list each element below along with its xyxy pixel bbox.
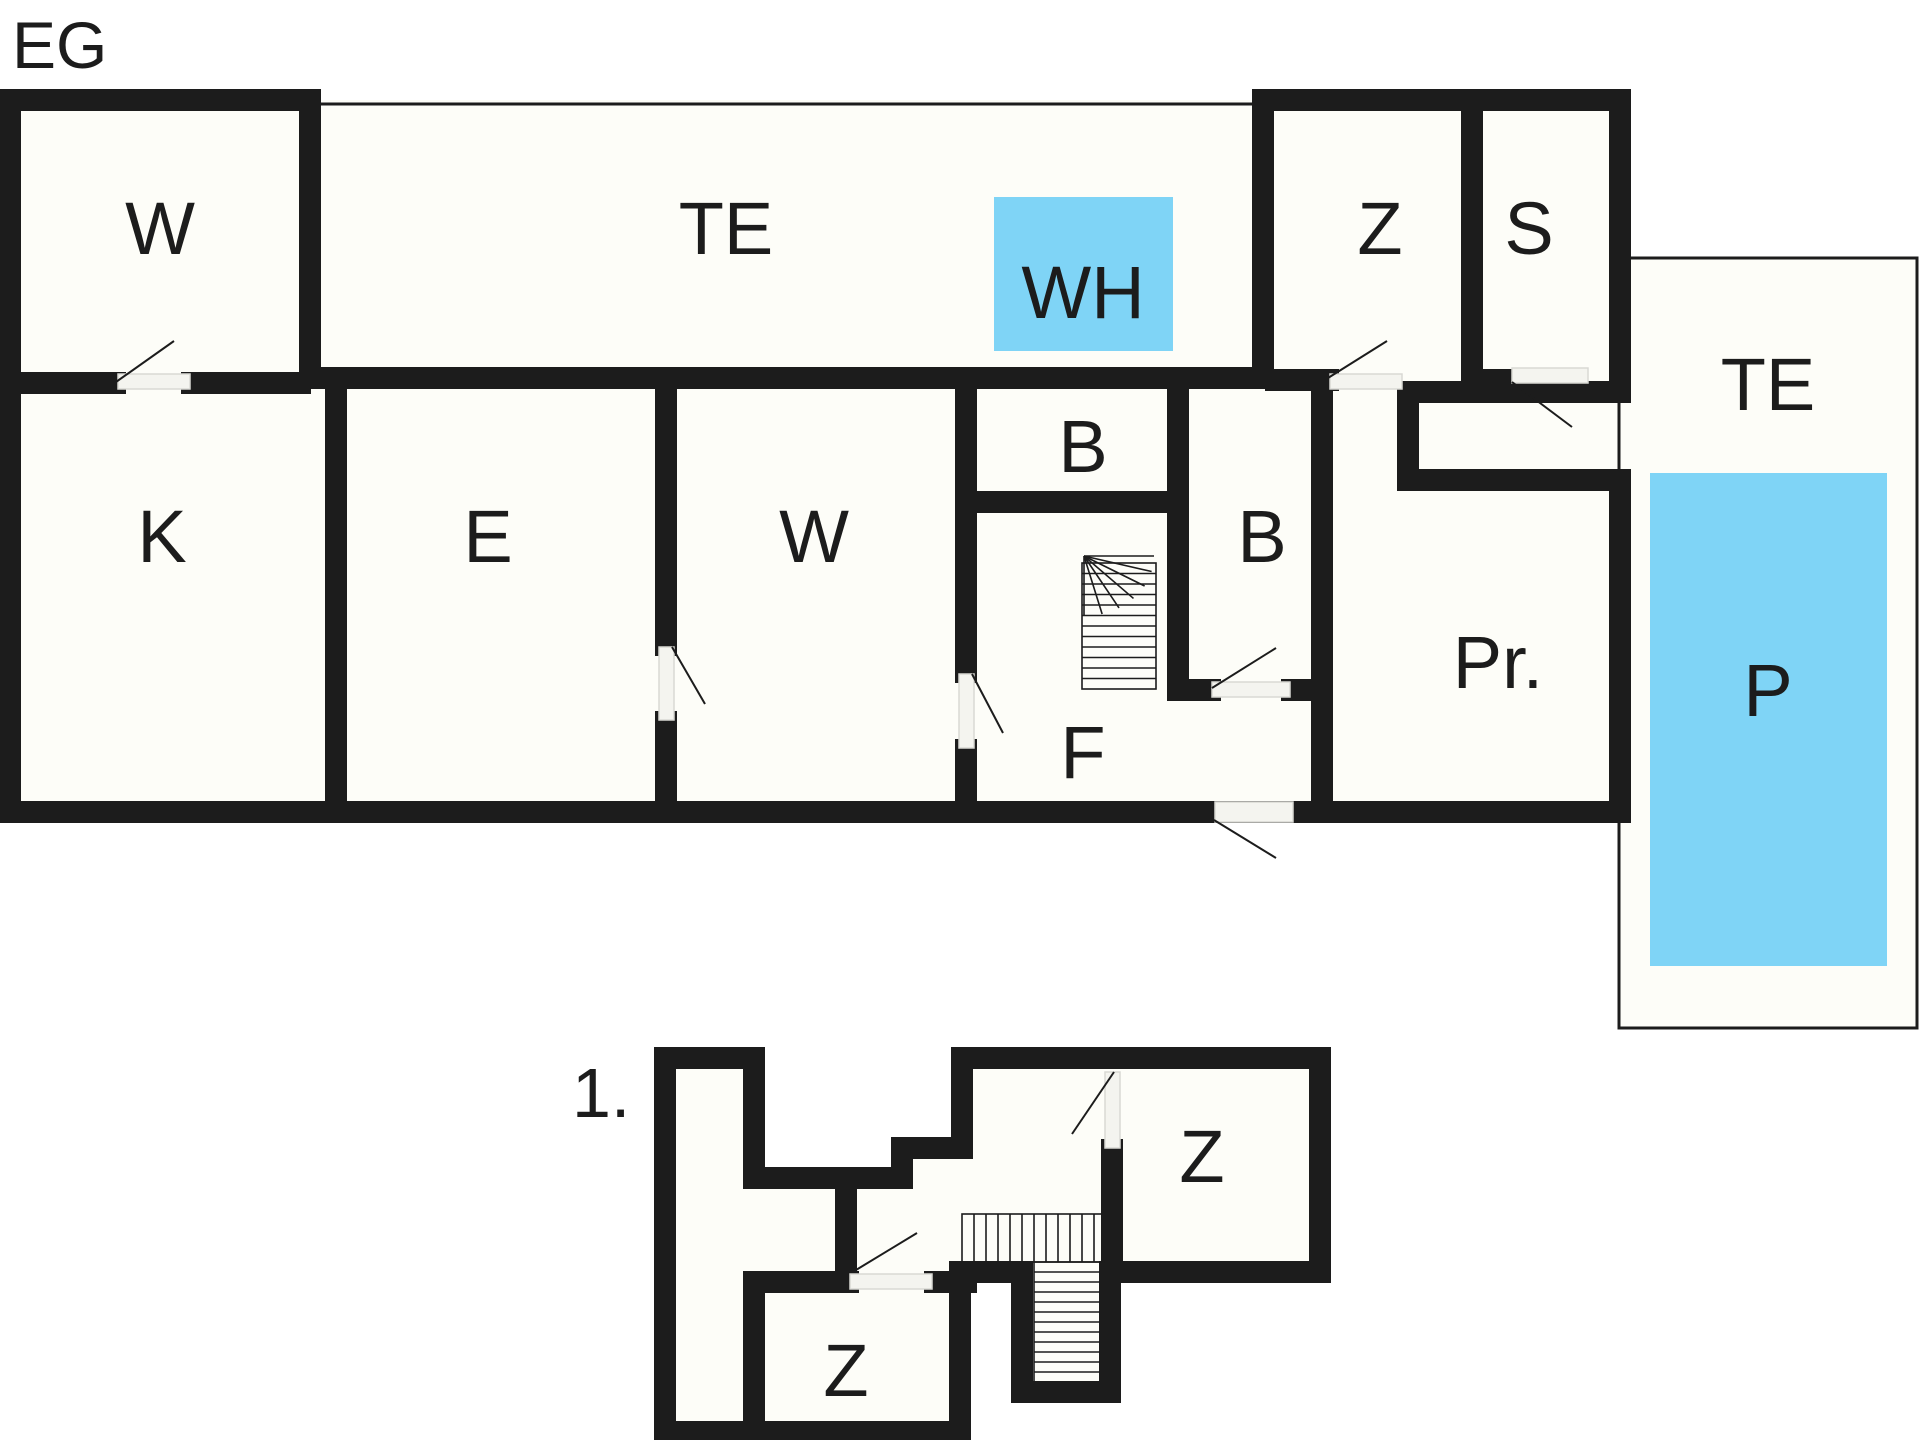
room-label: S [1504, 187, 1553, 270]
door-swing [971, 673, 1004, 734]
door-entrance [1214, 801, 1294, 823]
door-e-w [658, 646, 675, 721]
door-z [1329, 373, 1403, 390]
outer-wall-top-right [1252, 89, 1631, 397]
stair-tread [1083, 555, 1103, 615]
room-label: TE [1721, 343, 1816, 426]
room-label: B [1058, 405, 1107, 488]
door-upper-z-lower [849, 1273, 933, 1290]
door-w1-k [117, 373, 191, 390]
door-swing [855, 1232, 918, 1271]
stair-tread [1083, 555, 1152, 573]
room-label: TE [679, 187, 774, 270]
room-label: WH [1021, 251, 1144, 334]
whirlpool [994, 197, 1173, 351]
room-label: E [463, 495, 512, 578]
room-label: P [1743, 649, 1792, 732]
door-swing [115, 340, 175, 383]
staircase-upper [961, 1213, 1105, 1385]
door-swing [1213, 819, 1277, 859]
door-swing [1327, 340, 1388, 379]
door-w-f [958, 673, 975, 749]
door-swing [1211, 647, 1277, 689]
wall-terrace-bottom [299, 89, 1274, 389]
room-label: F [1060, 711, 1105, 794]
room-fill [10, 100, 1630, 815]
door-upper-z-upper [1104, 1071, 1121, 1149]
room-label: Z [1179, 1115, 1224, 1198]
ground-floor: EG [0, 8, 1919, 1030]
upper-floor-fill [665, 1058, 1320, 1432]
room-label: B [1237, 495, 1286, 578]
room-label: Z [823, 1329, 868, 1412]
stair-tread [1083, 555, 1145, 587]
room-label: Pr. [1453, 621, 1543, 704]
staircase-eg [1081, 555, 1157, 690]
wall-z-lower [743, 1271, 977, 1435]
room-label: W [125, 187, 195, 270]
door-swing [671, 646, 706, 705]
pool [1650, 473, 1887, 966]
outer-wall-upper [654, 1047, 1331, 1440]
stair-tread [1083, 555, 1120, 609]
door-b2 [1211, 681, 1291, 698]
room-label: W [779, 495, 849, 578]
door-swing [1071, 1071, 1115, 1135]
door-swing [1511, 381, 1573, 428]
floor-title-1: 1. [572, 1054, 630, 1132]
floor-title-eg: EG [12, 8, 107, 82]
door-s [1511, 367, 1589, 384]
upper-floor: 1. Z Z [572, 1047, 1331, 1440]
room-label: Z [1357, 187, 1402, 270]
room-label: K [137, 495, 186, 578]
stair-tread [1083, 555, 1135, 600]
